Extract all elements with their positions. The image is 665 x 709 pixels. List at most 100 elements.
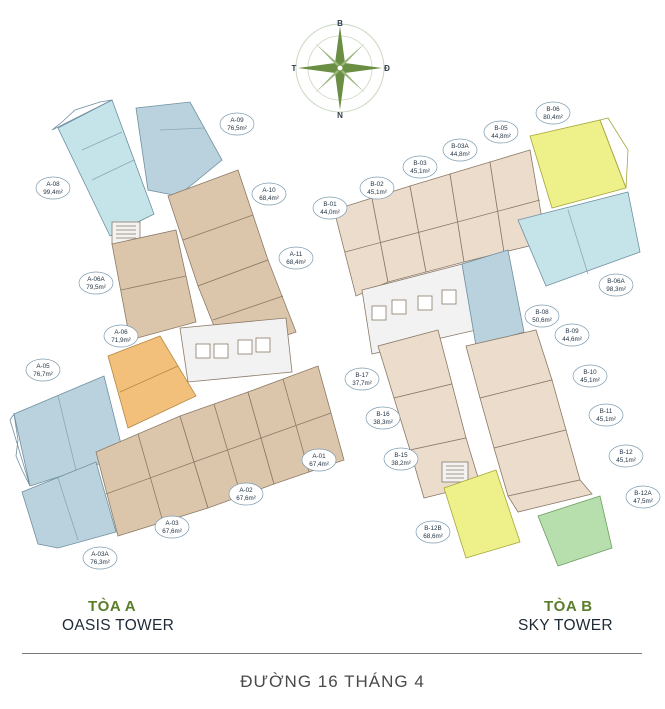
svg-text:B-03A: B-03A bbox=[451, 143, 469, 150]
svg-text:98,3m²: 98,3m² bbox=[606, 286, 626, 293]
unit-b-06a-floor bbox=[517, 191, 641, 287]
compass-west: T bbox=[292, 64, 297, 73]
tower-b-subtitle: SKY TOWER bbox=[518, 617, 613, 634]
svg-text:B-17: B-17 bbox=[355, 372, 369, 379]
svg-text:44,0m²: 44,0m² bbox=[320, 209, 340, 216]
svg-text:76,5m²: 76,5m² bbox=[227, 125, 247, 132]
svg-text:B-12: B-12 bbox=[619, 449, 633, 456]
unit-b-08-floor bbox=[461, 249, 525, 347]
tower-a-core bbox=[179, 317, 293, 383]
svg-text:47,5m²: 47,5m² bbox=[633, 498, 653, 505]
svg-text:A-11: A-11 bbox=[290, 251, 303, 258]
tower-a-title: TÒA A bbox=[88, 598, 137, 615]
svg-text:79,5m²: 79,5m² bbox=[86, 284, 106, 291]
svg-text:B-12B: B-12B bbox=[424, 525, 442, 532]
svg-text:A-05: A-05 bbox=[36, 363, 50, 370]
svg-text:45,1m²: 45,1m² bbox=[580, 377, 600, 384]
compass-east: Đ bbox=[384, 64, 390, 73]
svg-text:A-03: A-03 bbox=[165, 520, 179, 527]
svg-text:B-05: B-05 bbox=[494, 125, 508, 132]
svg-text:68,4m²: 68,4m² bbox=[286, 259, 306, 266]
svg-text:37,7m²: 37,7m² bbox=[352, 380, 372, 387]
svg-text:B-01: B-01 bbox=[323, 201, 337, 208]
svg-text:38,3m²: 38,3m² bbox=[373, 419, 393, 426]
svg-text:67,6m²: 67,6m² bbox=[162, 528, 182, 535]
svg-text:A-08: A-08 bbox=[46, 181, 60, 188]
svg-text:67,6m²: 67,6m² bbox=[236, 495, 256, 502]
svg-text:68,6m²: 68,6m² bbox=[423, 533, 443, 540]
svg-text:B-12A: B-12A bbox=[634, 490, 652, 497]
svg-text:76,3m²: 76,3m² bbox=[90, 559, 110, 566]
svg-text:B-03: B-03 bbox=[413, 160, 427, 167]
unit-b-12-floor bbox=[507, 479, 593, 513]
unit-a-06a-floor bbox=[111, 229, 197, 341]
svg-text:76,7m²: 76,7m² bbox=[33, 371, 53, 378]
unit-a-09-floor bbox=[135, 101, 223, 197]
unit-b-12b-floor bbox=[443, 469, 521, 559]
svg-text:38,2m²: 38,2m² bbox=[391, 460, 411, 467]
svg-text:45,1m²: 45,1m² bbox=[367, 189, 387, 196]
svg-text:71,9m²: 71,9m² bbox=[111, 337, 131, 344]
svg-text:B-06A: B-06A bbox=[607, 278, 625, 285]
tower-a-subtitle: OASIS TOWER bbox=[62, 617, 175, 634]
unit-b-06-floor bbox=[529, 119, 627, 209]
compass-north: B bbox=[337, 19, 343, 28]
svg-text:A-03A: A-03A bbox=[91, 551, 109, 558]
svg-text:B-11: B-11 bbox=[600, 408, 613, 415]
svg-text:A-06: A-06 bbox=[114, 329, 128, 336]
compass-south: N bbox=[337, 111, 343, 120]
svg-text:45,1m²: 45,1m² bbox=[616, 457, 636, 464]
street-name: ĐƯỜNG 16 THÁNG 4 bbox=[240, 672, 425, 691]
svg-text:A-01: A-01 bbox=[312, 453, 326, 460]
tower-b-plan bbox=[333, 117, 641, 567]
unit-a-06-floor bbox=[107, 335, 197, 429]
svg-text:45,1m²: 45,1m² bbox=[596, 416, 616, 423]
svg-text:B-09: B-09 bbox=[565, 328, 579, 335]
svg-text:B-02: B-02 bbox=[370, 181, 384, 188]
svg-text:44,8m²: 44,8m² bbox=[491, 133, 511, 140]
tower-b-title: TÒA B bbox=[544, 598, 593, 615]
svg-text:99,4m²: 99,4m² bbox=[43, 189, 63, 196]
svg-text:A-10: A-10 bbox=[262, 187, 276, 194]
svg-text:A-02: A-02 bbox=[239, 487, 253, 494]
unit-b-12a-floor bbox=[537, 495, 613, 567]
svg-text:B-15: B-15 bbox=[394, 452, 408, 459]
svg-text:80,4m²: 80,4m² bbox=[543, 114, 563, 121]
svg-text:67,4m²: 67,4m² bbox=[309, 461, 329, 468]
svg-text:A-09: A-09 bbox=[230, 117, 244, 124]
svg-text:44,6m²: 44,6m² bbox=[562, 336, 582, 343]
svg-text:B-16: B-16 bbox=[376, 411, 390, 418]
svg-text:50,6m²: 50,6m² bbox=[532, 317, 552, 324]
divider-line bbox=[22, 653, 642, 654]
svg-text:68,4m²: 68,4m² bbox=[259, 195, 279, 202]
svg-text:B-06: B-06 bbox=[546, 106, 560, 113]
